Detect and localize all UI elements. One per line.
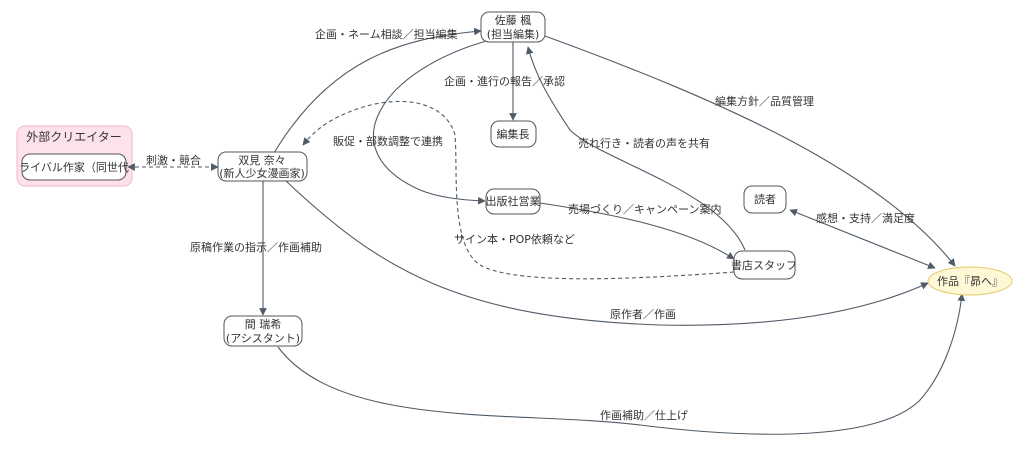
- edge-shoten-to-futami: [302, 100, 735, 280]
- node-shoten[interactable]: 書店スタッフ: [731, 250, 797, 280]
- nodes: 佐藤 楓 (担当編集) 編集長 双見 奈々 (新人少女漫画家) ライバル作家（同…: [19, 11, 1013, 347]
- node-sato-name: 佐藤 楓: [495, 13, 532, 27]
- node-eigyo-label: 出版社営業: [486, 194, 541, 208]
- node-sakuhin-label: 作品『昴へ』: [937, 275, 1003, 288]
- edge-futami-to-sato: [273, 27, 482, 154]
- edge-label-gensakusha: 原作者／作画: [610, 308, 676, 321]
- edge-label-hansoku: 販促・部数調整で連携: [333, 134, 443, 148]
- node-eigyo[interactable]: 出版社営業: [485, 188, 541, 215]
- node-rival-label: ライバル作家（同世代: [19, 160, 129, 174]
- edge-label-shinko-hokoku: 企画・進行の報告／承認: [444, 74, 565, 88]
- cluster-title: 外部クリエイター: [26, 129, 122, 144]
- edge-dokusha-sakuhin: [789, 208, 936, 270]
- edge-label-shigeki: 刺激・競合: [146, 153, 201, 167]
- edge-label-henshu-hoshin: 編集方針／品質管理: [715, 94, 814, 108]
- node-dokusha[interactable]: 読者: [743, 185, 787, 214]
- edge-eigyo-to-shoten: [539, 202, 735, 260]
- edges: [127, 27, 966, 435]
- node-henshucho[interactable]: 編集長: [490, 120, 537, 148]
- edge-label-kanso: 感想・支持／満足度: [816, 211, 915, 225]
- edge-sato-to-eigyo: [373, 39, 491, 205]
- node-aida-role: (アシスタント): [226, 332, 300, 345]
- node-futami-role: (新人少女漫画家): [219, 166, 305, 180]
- edge-aida-to-sakuhin: [277, 293, 966, 435]
- edge-futami-to-sakuhin: [284, 179, 929, 326]
- node-aida-name: 間 瑞希: [245, 317, 282, 331]
- node-sato[interactable]: 佐藤 楓 (担当編集): [480, 11, 546, 43]
- edge-label-kikaku-name: 企画・ネーム相談／担当編集: [315, 27, 458, 41]
- edge-label-sakuga-hojo: 作画補助／仕上げ: [600, 408, 688, 422]
- node-shoten-label: 書店スタッフ: [731, 258, 797, 272]
- edge-label-uriba: 売場づくり／キャンペーン案内: [568, 202, 721, 216]
- edge-label-genko: 原稿作業の指示／作画補助: [190, 240, 322, 254]
- node-sakuhin[interactable]: 作品『昴へ』: [927, 266, 1013, 296]
- node-henshucho-label: 編集長: [497, 127, 530, 141]
- node-dokusha-label: 読者: [754, 192, 776, 206]
- node-futami-name: 双見 奈々: [238, 153, 286, 167]
- edge-sato-to-sakuhin: [544, 35, 956, 267]
- node-aida[interactable]: 間 瑞希 (アシスタント): [223, 315, 303, 347]
- edge-label-sign: サイン本・POP依頼など: [454, 232, 575, 246]
- edge-labels: 企画・ネーム相談／担当編集 企画・進行の報告／承認 編集方針／品質管理 刺激・競…: [146, 27, 915, 422]
- node-sato-role: (担当編集): [487, 27, 540, 41]
- edge-shoten-to-sato: [525, 46, 746, 251]
- node-futami[interactable]: 双見 奈々 (新人少女漫画家): [217, 151, 308, 182]
- edge-label-urayuki: 売れ行き・読者の声を共有: [578, 136, 710, 150]
- node-rival[interactable]: ライバル作家（同世代: [19, 153, 129, 181]
